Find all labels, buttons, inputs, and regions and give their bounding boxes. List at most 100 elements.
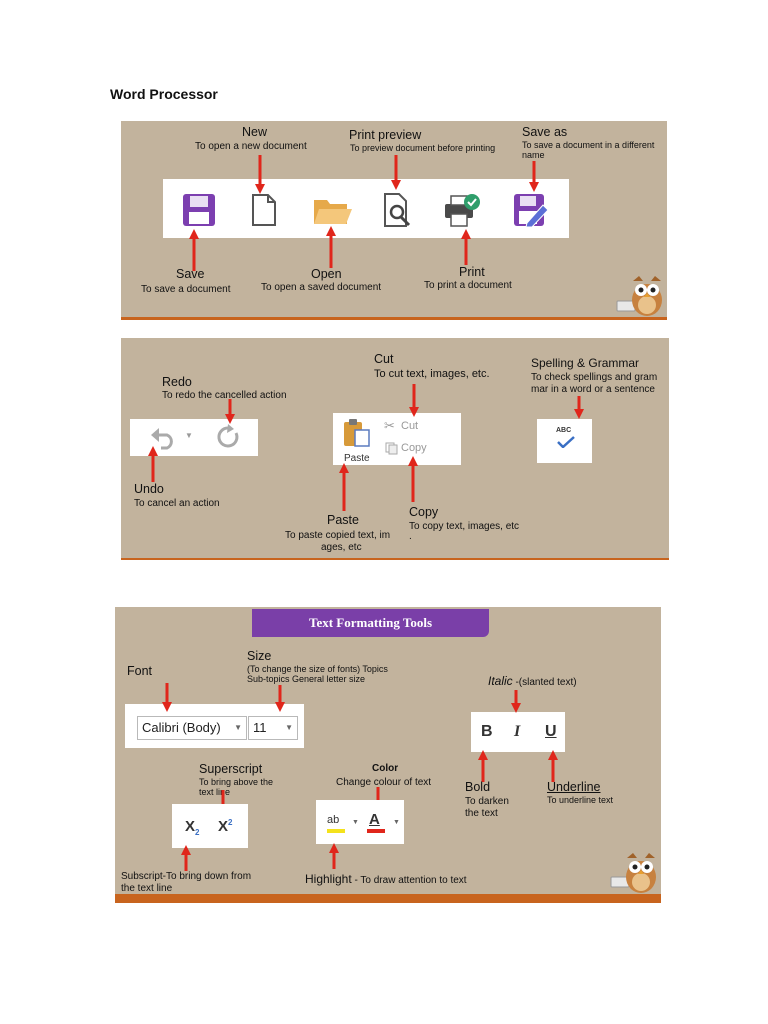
subscript-mark: 2 [195, 828, 200, 837]
superscript-label: Superscript [199, 762, 263, 776]
paste-desc-1: To paste copied text, im [285, 530, 391, 541]
arrow-bold [478, 750, 488, 782]
superscript-base: X [218, 818, 229, 835]
spelling-check-icon[interactable] [557, 436, 575, 448]
arrow-print-preview [391, 155, 401, 190]
undo-desc: To cancel an action [134, 498, 220, 509]
highlight-label: Highlight - To draw attention to text [305, 872, 467, 886]
bold-desc-2: the text [465, 808, 498, 819]
script-toolbar [172, 804, 248, 848]
font-size-value: 11 [253, 720, 267, 735]
arrow-paste [339, 463, 349, 511]
save-as-desc-1: To save a document in a different [522, 140, 655, 150]
subscript-desc-2: the text line [121, 883, 173, 894]
print-desc: To print a document [424, 280, 512, 291]
open-desc: To open a saved document [261, 282, 382, 293]
highlight-button[interactable]: ab [325, 814, 349, 836]
panel-title: Text Formatting Tools [252, 609, 489, 637]
print-icon[interactable] [443, 192, 481, 228]
bold-label: Bold [465, 780, 491, 794]
font-color-button-label: A [369, 811, 380, 828]
italic-desc: -(slanted text) [512, 677, 577, 688]
file-toolbar [163, 179, 569, 238]
spelling-toolbar [537, 419, 592, 463]
font-label: Font [127, 664, 153, 678]
arrow-copy [408, 456, 418, 502]
italic-label: Italic -(slanted text) [488, 674, 577, 688]
arrow-underline [548, 750, 558, 782]
cut-button-label[interactable]: Cut [401, 420, 419, 432]
paste-icon[interactable] [341, 418, 371, 448]
italic-button[interactable]: I [514, 723, 521, 740]
undo-dropdown-icon[interactable]: ▼ [185, 431, 193, 440]
owl-mascot-icon [610, 853, 656, 893]
chevron-down-icon: ▼ [234, 723, 242, 732]
underline-button[interactable]: U [545, 723, 557, 740]
save-as-label: Save as [522, 125, 568, 139]
arrow-spelling [574, 396, 584, 419]
arrow-open [326, 226, 336, 268]
redo-desc: To redo the cancelled action [162, 390, 287, 401]
paste-label: Paste [327, 513, 359, 527]
cut-desc: To cut text, images, etc. [374, 368, 490, 380]
arrow-undo [148, 446, 158, 482]
underline-desc: To underline text [547, 795, 614, 805]
subscript-base: X [185, 818, 196, 835]
arrow-save-as [529, 161, 539, 192]
size-desc-2: Sub-topics General letter size [247, 674, 366, 684]
text-formatting-panel: Text Formatting Tools Font Size (To chan… [115, 607, 661, 903]
print-preview-icon[interactable] [383, 192, 413, 228]
panel-divider [115, 894, 661, 903]
save-icon[interactable] [182, 193, 216, 227]
chevron-down-icon[interactable]: ▼ [352, 819, 359, 826]
save-label: Save [176, 267, 205, 281]
panel-divider [121, 558, 669, 560]
arrow-highlight [329, 843, 339, 869]
undo-label: Undo [134, 482, 164, 496]
size-desc-1: (To change the size of fonts) Topics [247, 664, 388, 674]
open-folder-icon[interactable] [313, 196, 353, 226]
new-label: New [242, 125, 268, 139]
subscript-button[interactable]: X2 [185, 818, 199, 837]
copy-icon[interactable] [385, 442, 398, 455]
redo-label: Redo [162, 375, 192, 389]
paste-desc-2: ages, etc [321, 542, 362, 553]
save-as-icon[interactable] [513, 193, 549, 227]
redo-icon[interactable] [216, 424, 242, 450]
underline-label: Underline [547, 780, 601, 794]
subscript-desc-1: Subscript-To bring down from [121, 871, 252, 882]
arrow-size [275, 685, 285, 712]
spelling-desc-2: mar in a word or a sentence [531, 384, 655, 395]
undo-icon[interactable] [151, 426, 177, 450]
font-name-dropdown[interactable]: Calibri (Body) ▼ [137, 716, 247, 740]
spelling-desc-1: To check spellings and gram [531, 372, 658, 383]
spelling-label: Spelling & Grammar [531, 356, 640, 370]
size-label: Size [247, 649, 272, 663]
paste-button-label[interactable]: Paste [344, 453, 370, 464]
font-color-button[interactable]: A [365, 811, 389, 835]
highlight-bar [327, 829, 345, 833]
print-preview-label: Print preview [349, 128, 422, 142]
copy-button-label[interactable]: Copy [401, 442, 427, 454]
arrow-print [461, 229, 471, 265]
new-document-icon[interactable] [251, 193, 277, 227]
panel-divider [121, 317, 667, 320]
chevron-down-icon[interactable]: ▼ [393, 819, 400, 826]
file-commands-panel: New To open a new document Print preview… [121, 121, 667, 320]
page-title: Word Processor [110, 86, 218, 102]
arrow-new [255, 155, 265, 194]
superscript-mark: 2 [228, 818, 233, 827]
font-size-dropdown[interactable]: 11 ▼ [248, 716, 298, 740]
bold-button[interactable]: B [481, 723, 493, 740]
arrow-redo [225, 399, 235, 424]
spelling-abc-label[interactable]: ABC [556, 427, 572, 434]
highlight-title: Highlight [305, 872, 352, 886]
cut-icon[interactable]: ✂ [384, 418, 395, 433]
superscript-desc-2: text line [199, 787, 231, 797]
copy-desc-1: To copy text, images, etc [409, 521, 520, 532]
style-toolbar [471, 712, 565, 752]
chevron-down-icon: ▼ [285, 723, 293, 732]
arrow-cut [409, 384, 419, 417]
superscript-button[interactable]: X2 [218, 818, 232, 835]
open-label: Open [311, 267, 342, 281]
